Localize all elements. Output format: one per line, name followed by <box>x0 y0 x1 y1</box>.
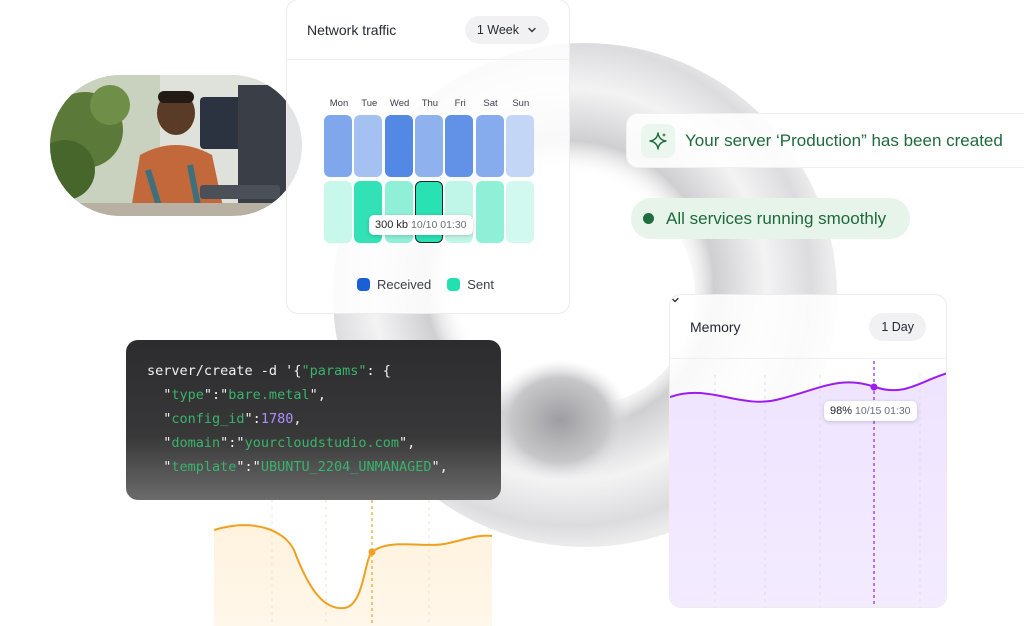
sent-cell-sat[interactable] <box>475 181 504 243</box>
orange-line <box>214 524 492 610</box>
code-token: yourcloudstudio.com <box>244 435 399 451</box>
memory-tooltip-value: 98% <box>830 405 853 417</box>
network-traffic-title: Network traffic <box>307 21 397 38</box>
received-cell-fri[interactable] <box>445 115 474 177</box>
code-line: server/create -d '{"params": { <box>147 359 501 383</box>
code-token: ", <box>431 459 448 475</box>
code-line: "domain":"yourcloudstudio.com", <box>147 431 501 455</box>
memory-tooltip-time: 10/15 01:30 <box>855 405 911 417</box>
weekday-mon: Mon <box>329 98 349 109</box>
code-token: ", <box>309 387 326 403</box>
weekday-thu: Thu <box>421 98 439 109</box>
orange-area <box>214 525 492 626</box>
status-dot-icon <box>643 213 654 224</box>
memory-cursor-dot <box>870 383 878 391</box>
code-line: "config_id":1780, <box>147 407 501 431</box>
network-range-label: 1 Week <box>476 22 519 37</box>
memory-chart <box>670 361 946 607</box>
received-swatch <box>357 278 370 291</box>
code-token: " <box>147 435 172 451</box>
traffic-tooltip: 300 kb 10/10 01:30 <box>369 215 473 235</box>
code-line: "type":"bare.metal", <box>147 383 501 407</box>
code-line: "template":"UBUNTU_2204_UNMANAGED", <box>147 455 501 479</box>
code-token: " <box>147 411 172 427</box>
received-cell-sun[interactable] <box>505 115 534 177</box>
person-photo <box>50 75 302 216</box>
memory-area <box>670 373 946 607</box>
legend-received: Received <box>357 277 431 292</box>
code-token: UBUNTU_2204_UNMANAGED <box>260 459 432 475</box>
weekday-labels: Mon Tue Wed Thu Fri Sat Sun <box>325 98 537 110</box>
legend-received-label: Received <box>377 277 432 292</box>
memory-title: Memory <box>690 318 741 335</box>
memory-range-label: 1 Day <box>881 319 914 334</box>
traffic-legend: Received Sent <box>357 277 494 292</box>
sent-cell-sun[interactable] <box>505 181 534 243</box>
weekday-tue: Tue <box>361 98 378 109</box>
received-cell-mon[interactable] <box>324 115 352 177</box>
code-token: ":" <box>220 435 245 451</box>
code-token: ":" <box>203 387 229 403</box>
orange-cursor-dot <box>368 548 376 556</box>
weekday-sat: Sat <box>483 98 498 109</box>
server-created-notification: Your server ‘Production” has been create… <box>626 113 1024 168</box>
code-token: " <box>147 387 172 403</box>
code-token: " <box>147 459 172 475</box>
sent-cell-mon[interactable] <box>324 181 352 243</box>
server-created-text: Your server ‘Production” has been create… <box>685 130 1003 150</box>
code-token: bare.metal <box>228 387 310 403</box>
memory-range-select[interactable]: 1 Day <box>671 297 926 341</box>
orange-gridlines <box>271 500 430 626</box>
chevron-down-icon <box>671 297 679 303</box>
orange-line-chart <box>214 500 492 626</box>
traffic-tooltip-time: 10/10 01:30 <box>411 219 467 231</box>
code-token: type <box>171 387 204 403</box>
legend-sent-label: Sent <box>467 277 494 292</box>
legend-sent: Sent <box>447 277 494 292</box>
traffic-tooltip-value: 300 kb <box>375 219 409 231</box>
code-token: ": <box>244 411 261 427</box>
code-token: ", <box>399 435 416 451</box>
services-status-text: All services running smoothly <box>666 208 887 228</box>
sparkle-icon <box>641 123 675 158</box>
code-token: template <box>171 459 237 475</box>
received-cell-thu[interactable] <box>414 115 443 177</box>
weekday-sun: Sun <box>512 98 530 109</box>
code-token: config_id <box>171 411 245 427</box>
code-token: domain <box>171 435 221 451</box>
weekday-wed: Wed <box>389 98 410 109</box>
memory-header: Memory 1 Day <box>670 295 946 359</box>
memory-line <box>670 372 946 403</box>
network-traffic-card: Network traffic 1 Week Mon Tue Wed Thu Fri Sa… <box>286 0 570 314</box>
code-token: : { <box>366 363 391 379</box>
memory-tooltip: 98% 10/15 01:30 <box>824 401 917 421</box>
code-token: , <box>293 411 302 427</box>
code-token: "params" <box>301 363 367 379</box>
sent-swatch <box>447 278 461 291</box>
code-token: 1780 <box>260 411 294 427</box>
received-cell-sat[interactable] <box>475 115 504 177</box>
weekday-fri: Fri <box>454 98 466 109</box>
network-range-select[interactable]: 1 Week <box>464 15 549 44</box>
received-cell-tue[interactable] <box>354 115 383 177</box>
chevron-down-icon <box>528 27 536 32</box>
api-code-block: server/create -d '{"params": { "type":"b… <box>126 340 501 500</box>
network-traffic-header: Network traffic 1 Week <box>287 0 569 60</box>
memory-card: Memory 1 Day 98% 10/15 01:30 <box>669 294 947 608</box>
code-token: ":" <box>236 459 261 475</box>
services-status-badge: All services running smoothly <box>631 198 910 239</box>
code-token: server/create -d '{ <box>147 363 302 379</box>
received-cell-wed[interactable] <box>384 115 413 177</box>
